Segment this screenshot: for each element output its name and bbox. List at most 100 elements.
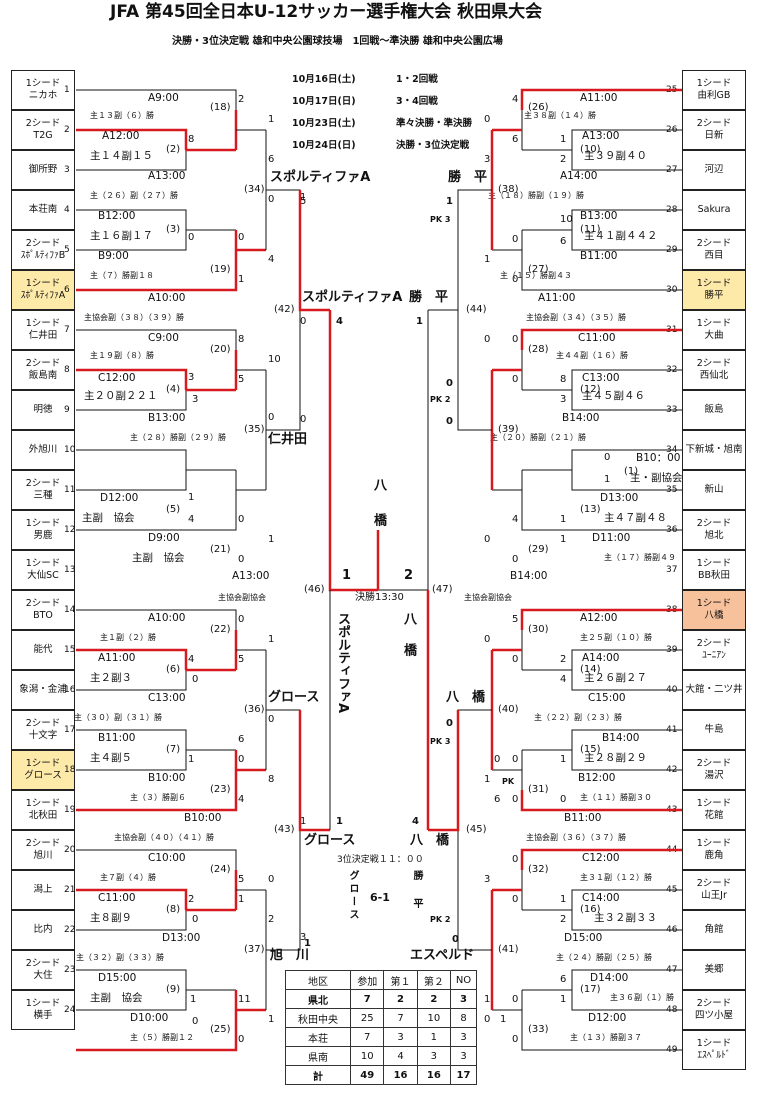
match-info-text: 主協会副（４０）（４１）勝 [114, 833, 214, 842]
score: 10 [560, 214, 573, 225]
score: 3 [192, 394, 199, 405]
match-info-text: D10:00 [130, 1012, 169, 1024]
team-seed: 2シード [696, 878, 732, 889]
team-name: 角館 [704, 924, 724, 935]
score: 4 [268, 254, 275, 265]
match-number: (17) [580, 984, 601, 995]
team-number: 23 [64, 965, 76, 975]
bracket-line [571, 649, 682, 670]
team-name: 西仙北 [699, 370, 729, 381]
score: 4 [560, 674, 567, 685]
score: 0 [268, 714, 275, 725]
match-info-text: 主４４副（１６）勝 [556, 351, 628, 360]
match-info-text: 主１９副（８）勝 [90, 351, 154, 360]
bracket-line [266, 189, 301, 431]
match-info-text: A9:00 [148, 92, 179, 104]
match-info-text: 主３２副３３ [594, 912, 657, 924]
match-number: (35) [244, 424, 265, 435]
score: 1 [560, 994, 567, 1005]
match-number: (45) [466, 824, 487, 835]
match-number: (24) [210, 864, 231, 875]
bracket-line [378, 310, 429, 591]
score: 3 [484, 154, 491, 165]
match-info-text: B11:00 [564, 812, 602, 824]
match-info-text: C13:00 [148, 692, 186, 704]
score: 0 [268, 874, 275, 885]
match-info-text: B9:00 [98, 250, 129, 262]
final-left-team: スポルティファA [335, 612, 350, 714]
match-info-text: D9:00 [148, 532, 180, 544]
team-seed: 2シード [25, 598, 61, 609]
team-number: 11 [64, 485, 76, 495]
match-info-text: 主（１８）勝副（１９）勝 [488, 191, 584, 200]
match-info-text: A14:00 [582, 652, 620, 664]
match-number: (14) [580, 664, 601, 675]
match-info-text: A10:00 [148, 292, 186, 304]
bracket-line [76, 609, 237, 630]
match-info-text: B12:00 [98, 210, 136, 222]
score: 0 [512, 754, 519, 765]
score: 4 [188, 654, 195, 665]
score: 0 [512, 1034, 519, 1045]
team-name: Sakura [697, 204, 731, 215]
match-info-text: 主（２４）勝副（２５）勝 [556, 953, 652, 962]
sf-score: 0 [446, 378, 453, 389]
score: 1 [484, 254, 491, 265]
bracket-line [76, 470, 187, 491]
score: 0 [238, 554, 245, 565]
score: 0 [238, 514, 245, 525]
team-number: 15 [64, 645, 76, 655]
stats-cell: 7 [383, 1008, 418, 1028]
team-name: 花館 [704, 810, 724, 821]
team-name: 勝平 [704, 290, 724, 301]
score: 0 [512, 854, 519, 865]
score: 1 [300, 192, 307, 203]
match-number: (41) [498, 944, 519, 955]
team-seed: 2シード [696, 638, 732, 649]
match-info-text: D12:00 [100, 492, 139, 504]
team-seed: 2シード [25, 838, 61, 849]
stats-cell: 3 [450, 1046, 477, 1066]
match-info-text: A12:00 [102, 130, 140, 142]
winner-path-line [76, 1030, 238, 1052]
match-info-text: 主（３）勝副６ [130, 793, 186, 802]
score: 8 [238, 334, 245, 345]
pk-label: PK 2 [430, 915, 451, 924]
page-title: JFA 第45回全日本U-12サッカー選手権大会 秋田県大会 [110, 2, 543, 22]
team-seed: 1シード [696, 558, 732, 569]
match-info-text: A13:00 [582, 130, 620, 142]
stats-cell: 49 [350, 1065, 385, 1085]
score: 6 [560, 974, 567, 985]
score: 0 [192, 674, 199, 685]
team-number: 3 [64, 165, 70, 175]
match-info-text: C11:00 [578, 332, 616, 344]
winner-path-line [76, 648, 188, 670]
match-info-text: B14:00 [562, 412, 600, 424]
bracket-line [571, 150, 682, 171]
score: 5 [300, 196, 307, 207]
stats-cell: 県南 [284, 1046, 352, 1066]
stats-cell: 10 [350, 1046, 385, 1066]
team-name: 外旭川 [28, 444, 58, 455]
stats-cell: 16 [416, 1065, 452, 1085]
match-info-text: B13:00 [148, 412, 186, 424]
score: 0 [238, 232, 245, 243]
winner-path-line [298, 190, 330, 312]
match-number: (34) [244, 184, 265, 195]
page-subtitle: 決勝・3位決定戦 雄和中央公園球技場 1回戦～準決勝 雄和中央公園広場 [172, 36, 503, 47]
match-info-text: B10：00 [636, 452, 681, 464]
team-seed: 2シード [696, 998, 732, 1009]
team-box: 1シード八橋 [682, 590, 746, 630]
winner-path-line [298, 710, 330, 832]
team-number: 16 [64, 685, 76, 695]
match-info-text: D11:00 [592, 532, 631, 544]
stats-cell: 25 [350, 1008, 385, 1028]
match-number: (3) [166, 224, 181, 235]
team-name: 四ツ小屋 [694, 1010, 733, 1021]
qf-right-top-team: 勝 平 [448, 170, 488, 185]
match-info-text: 主３９副４０ [584, 150, 647, 162]
stats-cell: 3 [416, 1046, 452, 1066]
score: 0 [604, 452, 611, 463]
